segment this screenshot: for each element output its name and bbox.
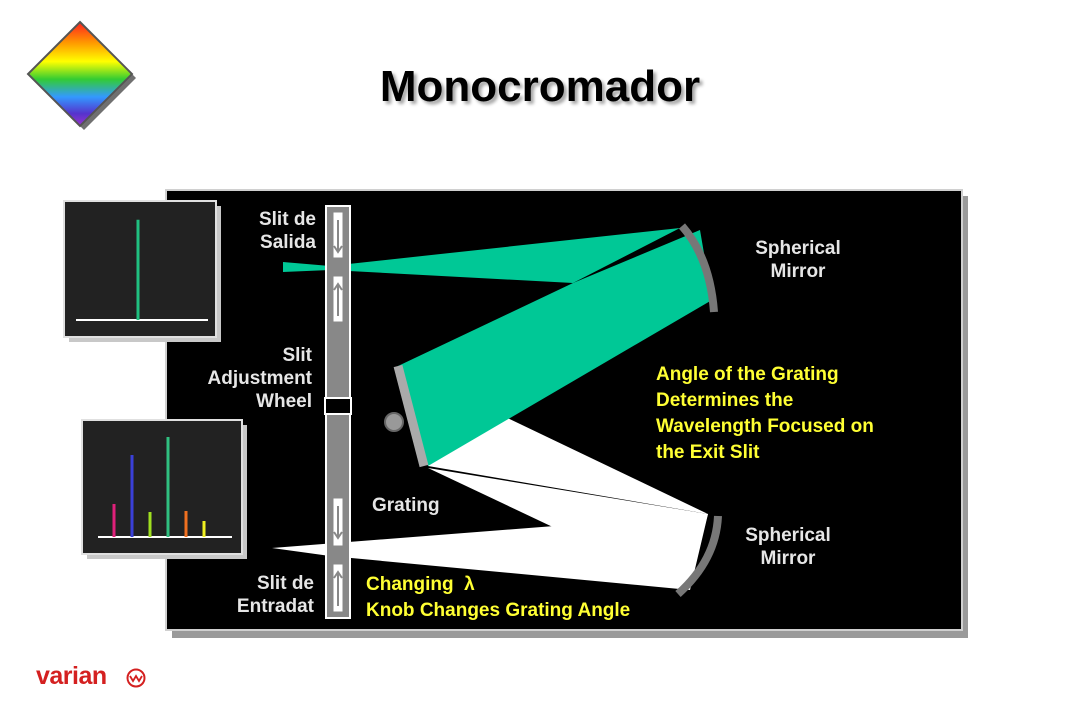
white-beam-to-grating (428, 400, 708, 514)
grating-pivot (384, 412, 404, 432)
page-title: Monocromador (379, 62, 701, 111)
knob-note: Changing λ Knob Changes Grating Angle (366, 574, 631, 621)
green-beam-to-exit (283, 228, 680, 283)
grating-label: Grating (372, 495, 440, 516)
grating (393, 364, 429, 468)
lambda-symbol: λ (464, 574, 475, 595)
varian-logo: varian (36, 662, 107, 690)
spherical-mirror-top (678, 223, 718, 313)
varian-mark-icon (126, 668, 146, 688)
entrance-spectrum-inset (81, 419, 243, 555)
white-beam-grating (428, 468, 708, 590)
exit-spectrum-inset (63, 200, 217, 338)
spherical-mirror-bottom (675, 515, 722, 597)
green-beam-mirror-to-grating (398, 230, 712, 466)
entrance-spectrum-lines (112, 437, 206, 537)
slit-wheel (324, 397, 352, 415)
rainbow-diamond-logo (26, 20, 136, 130)
